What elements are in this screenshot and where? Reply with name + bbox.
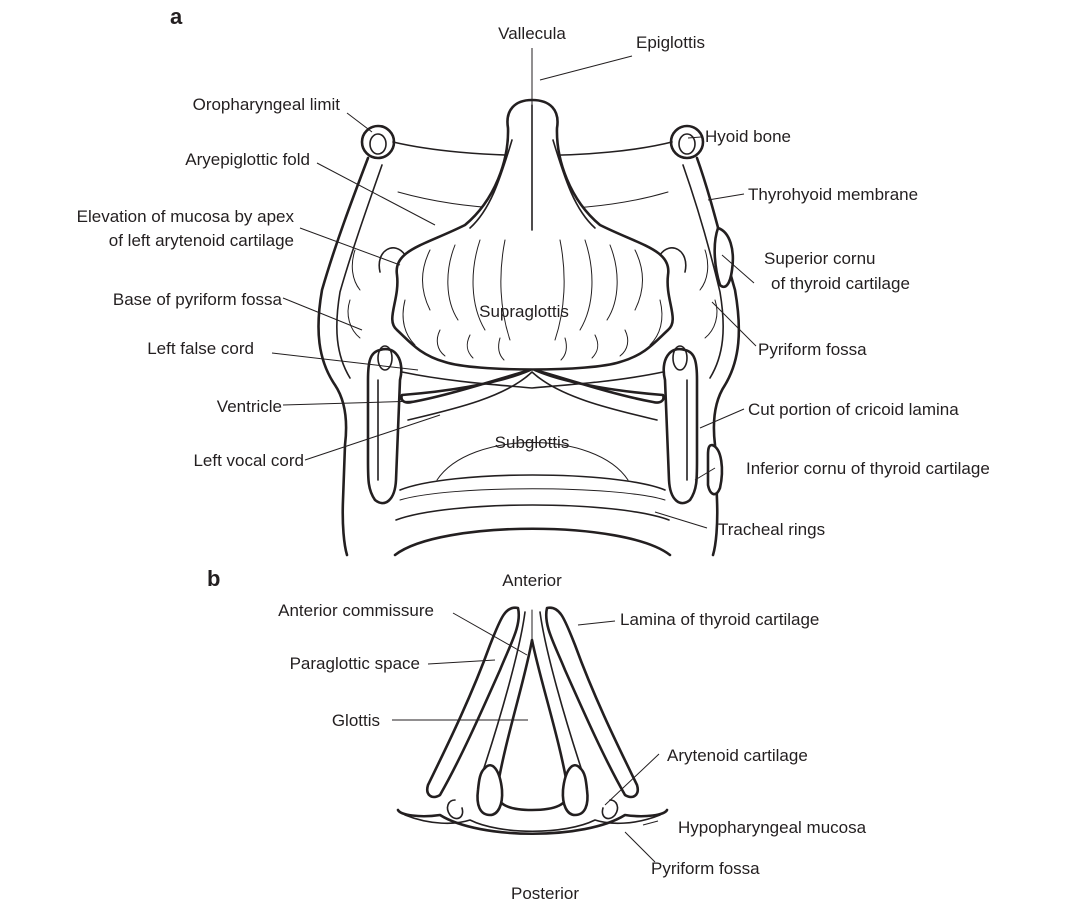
left-arytenoid: [478, 765, 503, 815]
right-arytenoid: [563, 765, 588, 815]
right-pyriform-b: [602, 800, 617, 819]
tracheal-ring-2: [400, 489, 665, 500]
label-oropharyngeal-limit: Oropharyngeal limit: [193, 95, 341, 114]
left-cricoid-pillar: [368, 349, 401, 503]
label-hypopharyngeal-mucosa: Hypopharyngeal mucosa: [678, 818, 867, 837]
label-aryepiglottic-fold: Aryepiglottic fold: [185, 150, 310, 169]
right-cricoid-pillar: [664, 349, 697, 503]
label-cut-cricoid: Cut portion of cricoid lamina: [748, 400, 959, 419]
label-elevation-1: Elevation of mucosa by apex: [77, 207, 295, 226]
label-superior-cornu-2: of thyroid cartilage: [771, 274, 910, 293]
panel-label-a: a: [170, 4, 183, 29]
label-subglottis: Subglottis: [495, 433, 570, 452]
panel-label-b: b: [207, 566, 220, 591]
panel-b-drawing: [398, 608, 667, 834]
left-pyriform-b: [448, 800, 463, 819]
label-epiglottis: Epiglottis: [636, 33, 705, 52]
tracheal-ring-4: [396, 505, 669, 520]
tracheal-ring-1: [400, 475, 665, 490]
label-base-pyriform: Base of pyriform fossa: [113, 290, 283, 309]
right-outer-wall: [697, 158, 739, 555]
label-pyriform-fossa-b: Pyriform fossa: [651, 859, 760, 878]
label-supraglottis: Supraglottis: [479, 302, 569, 321]
right-superior-cornu: [715, 228, 733, 287]
label-anterior-commissure: Anterior commissure: [278, 601, 434, 620]
label-elevation-2: of left arytenoid cartilage: [109, 231, 294, 250]
left-outer-wall: [318, 158, 368, 555]
label-arytenoid-cartilage: Arytenoid cartilage: [667, 746, 808, 765]
label-inferior-cornu: Inferior cornu of thyroid cartilage: [746, 459, 990, 478]
label-tracheal-rings: Tracheal rings: [718, 520, 825, 539]
label-glottis: Glottis: [332, 711, 380, 730]
label-pyriform-fossa-a: Pyriform fossa: [758, 340, 867, 359]
label-hyoid-bone: Hyoid bone: [705, 127, 791, 146]
false-cord-line: [402, 372, 663, 388]
label-vallecula: Vallecula: [498, 24, 566, 43]
label-posterior: Posterior: [511, 884, 579, 903]
hypopharyngeal-mucosa-outer: [398, 810, 667, 834]
label-thyrohyoid-membrane: Thyrohyoid membrane: [748, 185, 918, 204]
label-paraglottic-space: Paraglottic space: [290, 654, 420, 673]
label-anterior: Anterior: [502, 571, 562, 590]
glottis-outline: [497, 640, 568, 810]
label-ventricle: Ventricle: [217, 397, 282, 416]
label-left-false-cord: Left false cord: [147, 339, 254, 358]
tracheal-ring-3: [395, 529, 670, 555]
panel-a-drawing: [318, 100, 738, 555]
label-left-vocal-cord: Left vocal cord: [193, 451, 304, 470]
label-lamina-thyroid: Lamina of thyroid cartilage: [620, 610, 819, 629]
right-inferior-cornu: [708, 445, 722, 494]
label-superior-cornu-1: Superior cornu: [764, 249, 876, 268]
